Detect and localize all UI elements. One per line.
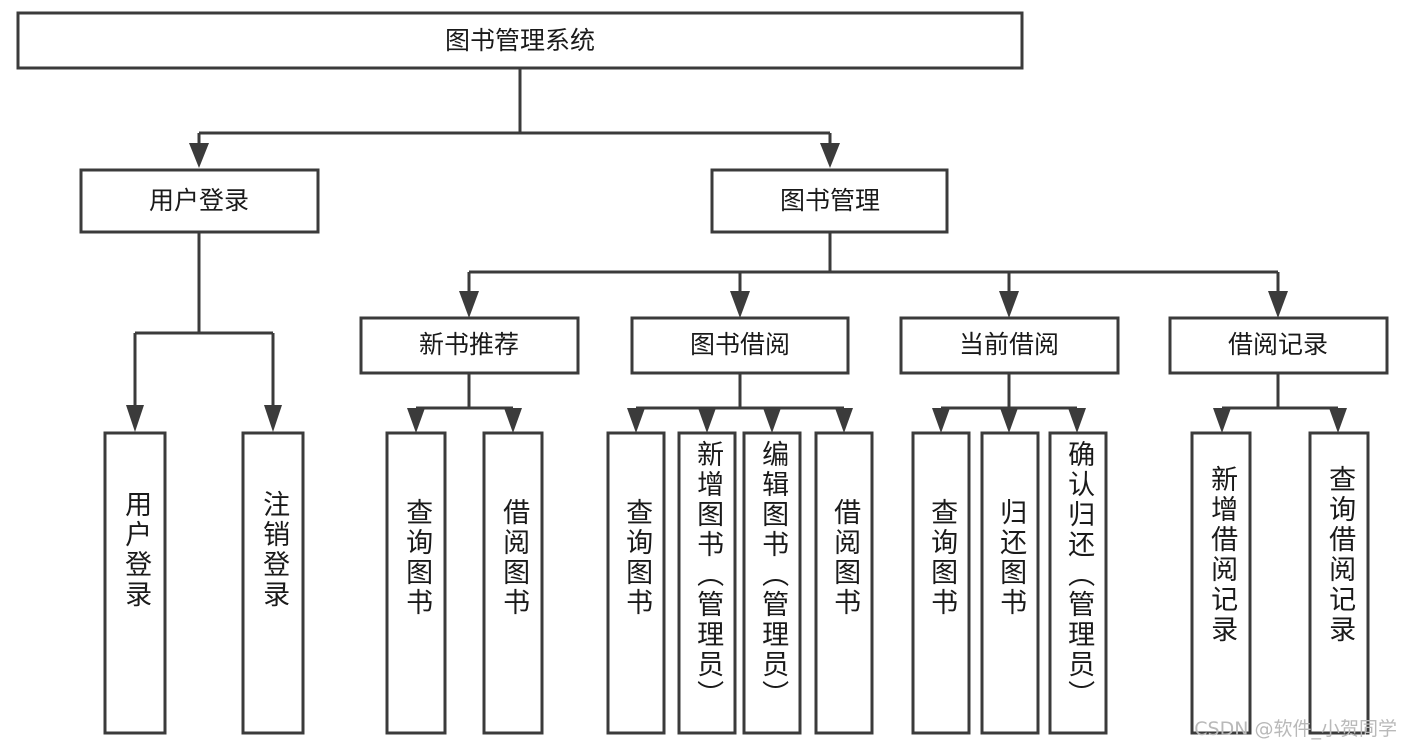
connector-group-new-book [407, 373, 522, 433]
arrow-head-bb-leaf1 [627, 408, 645, 433]
leaf-box-user-login[interactable] [103, 431, 167, 735]
arrow-head-current-borrow [999, 291, 1019, 318]
leaf-box-bb-query-book[interactable] [606, 431, 666, 735]
node-new-book-recommend-box[interactable] [359, 316, 580, 375]
connector-group-book-borrow [627, 373, 853, 433]
node-book-management[interactable]: 图书管理 [710, 168, 949, 234]
arrow-head-cb-leaf2 [1000, 408, 1018, 433]
leaf-box-nb-query-book[interactable] [385, 431, 447, 735]
arrow-head-cb-leaf3 [1068, 408, 1086, 433]
node-current-borrow-box[interactable] [899, 316, 1120, 375]
arrow-head-bb-leaf2 [698, 408, 716, 433]
leaf-box-br-add-record[interactable] [1190, 431, 1252, 735]
node-new-book-recommend-label: 新书推荐 [419, 330, 519, 359]
arrow-head-new-book [459, 291, 479, 318]
node-borrow-record-label: 借阅记录 [1228, 330, 1328, 359]
leaf-box-br-query-record[interactable] [1308, 431, 1370, 735]
arrow-head-user-login [189, 143, 209, 168]
arrow-head-br-leaf2 [1329, 408, 1347, 433]
node-user-login[interactable]: 用户登录 [79, 168, 320, 234]
arrow-head-book-borrow [730, 291, 750, 318]
csdn-watermark: CSDN @软件_小贺同学 [1194, 718, 1397, 740]
leaf-box-bb-add-book[interactable] [677, 431, 737, 735]
arrow-head-cb-leaf1 [932, 408, 950, 433]
node-book-management-label: 图书管理 [780, 186, 880, 215]
node-new-book-recommend[interactable]: 新书推荐 [359, 316, 580, 375]
arrow-head-bb-leaf3 [763, 408, 781, 433]
node-current-borrow[interactable]: 当前借阅 [899, 316, 1120, 375]
arrow-head-borrow-record [1268, 291, 1288, 318]
node-borrow-record-box[interactable] [1168, 316, 1389, 375]
node-user-login-label: 用户登录 [149, 186, 249, 215]
leaf-box-cb-confirm-return[interactable] [1048, 431, 1108, 735]
node-root-label: 图书管理系统 [445, 26, 595, 55]
arrow-head-nb-leaf1 [407, 408, 425, 433]
node-user-login-box[interactable] [79, 168, 320, 234]
node-current-borrow-label: 当前借阅 [959, 330, 1059, 359]
connector-group-root [189, 68, 840, 168]
leaf-box-cb-query-book[interactable] [911, 431, 971, 735]
leaf-box-cb-return-book[interactable] [980, 431, 1040, 735]
leaf-box-bb-edit-book[interactable] [742, 431, 802, 735]
connector-group-borrow-record [1213, 373, 1347, 433]
node-book-borrow[interactable]: 图书借阅 [630, 316, 850, 375]
arrow-head-br-leaf1 [1213, 408, 1231, 433]
leaf-box-bb-borrow-book[interactable] [814, 431, 874, 735]
connector-group-current-borrow [932, 373, 1086, 433]
leaf-box-logout[interactable] [241, 431, 305, 735]
connector-group-book-mgmt [459, 232, 1288, 318]
node-book-borrow-box[interactable] [630, 316, 850, 375]
node-book-borrow-label: 图书借阅 [690, 330, 790, 359]
node-root-box[interactable] [16, 11, 1024, 70]
arrow-head-bb-leaf4 [835, 408, 853, 433]
arrow-head-nb-leaf2 [504, 408, 522, 433]
node-borrow-record[interactable]: 借阅记录 [1168, 316, 1389, 375]
leaf-box-nb-borrow-book[interactable] [482, 431, 544, 735]
arrow-head-leaf-user-login [126, 405, 144, 432]
connector-group-user-login [126, 232, 282, 432]
arrow-head-leaf-logout [264, 405, 282, 432]
arrow-head-book-mgmt [820, 143, 840, 168]
node-book-management-box[interactable] [710, 168, 949, 234]
node-root[interactable]: 图书管理系统 [16, 11, 1024, 70]
